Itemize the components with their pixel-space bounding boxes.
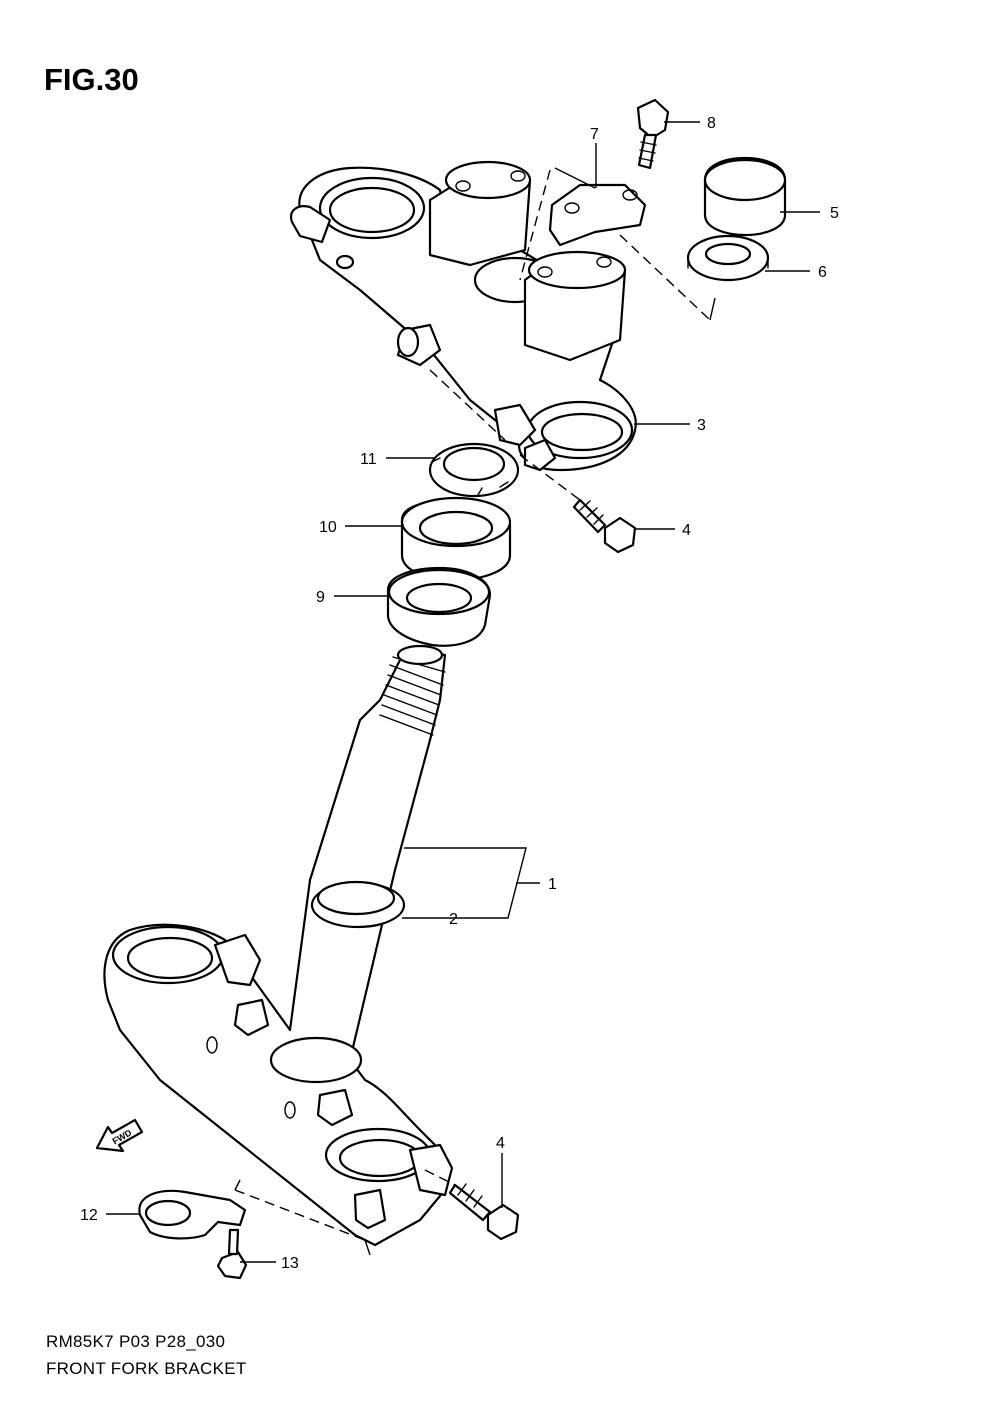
- callout-4-upper: 4: [682, 522, 691, 539]
- handlebar-holder: [548, 183, 647, 247]
- callout-leaders: [106, 121, 820, 1263]
- seal-part-2: [310, 880, 406, 929]
- figure-title: FIG.30: [44, 62, 139, 97]
- nut-part-11: [428, 442, 520, 498]
- bolt-part-4-upper: [572, 498, 637, 554]
- callout-11: 11: [360, 451, 377, 468]
- callout-3: 3: [697, 417, 706, 434]
- callout-2: 2: [449, 911, 458, 928]
- callout-9: 9: [316, 589, 325, 606]
- upper-bracket: [290, 160, 637, 472]
- bolt-part-4-lower: [448, 1183, 520, 1241]
- clamp-part-12: [138, 1189, 247, 1240]
- seal-part-10: [400, 496, 512, 582]
- figure-caption: FRONT FORK BRACKET: [46, 1359, 247, 1378]
- bearing-part-9: [386, 566, 492, 647]
- callout-10: 10: [319, 519, 337, 536]
- callout-labels: 7 8 5 6 3 4 11 10 9 1 2 4 12 13: [80, 115, 839, 1272]
- callout-5: 5: [830, 205, 839, 222]
- steering-stem-part-1: [103, 644, 454, 1247]
- washer-part-6: [686, 234, 770, 282]
- model-code: RM85K7 P03 P28_030: [46, 1332, 226, 1351]
- callout-13: 13: [281, 1255, 299, 1272]
- fwd-arrow-icon: FWD: [95, 1118, 144, 1153]
- cap-part-5: [703, 156, 787, 237]
- callout-12: 12: [80, 1207, 98, 1224]
- callout-4-lower: 4: [496, 1135, 505, 1152]
- callout-7: 7: [590, 126, 599, 143]
- bolt-part-8: [636, 98, 670, 170]
- screw-part-13: [216, 1228, 248, 1280]
- callout-6: 6: [818, 264, 827, 281]
- callout-8: 8: [707, 115, 716, 132]
- callout-1: 1: [548, 876, 557, 893]
- assembly-lines: [234, 167, 716, 1256]
